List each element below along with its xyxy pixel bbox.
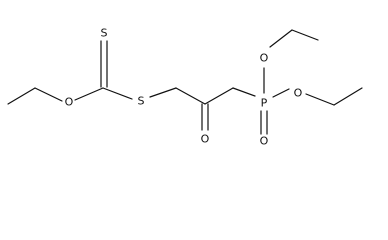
atom-label-o-ketone: O <box>201 133 210 146</box>
bond-c-ketone-ch2 <box>204 87 234 105</box>
bond-p-o-right <box>272 88 290 98</box>
chemical-structure-diagram: S O S O P O O O <box>7 27 363 148</box>
atom-label-o-ethoxy-upper: O <box>260 52 269 65</box>
bond-o-right-ch2 <box>305 93 335 106</box>
bond-ch2-ch3-right <box>333 87 363 106</box>
bond-ch2-c-ketone <box>175 87 206 105</box>
bond-o-ester-c-thio <box>74 87 104 101</box>
bond-o-upper-ch2 <box>269 29 293 48</box>
bond-s-ch2 <box>149 87 177 98</box>
bond-ch3-ch2-left <box>7 87 36 105</box>
atom-label-s-thioether: S <box>138 95 145 108</box>
bond-ch2-o-ester <box>34 87 63 102</box>
atom-label-o-ester: O <box>65 96 74 109</box>
atom-label-o-phosphoryl: O <box>260 135 269 148</box>
bond-ch2-p <box>232 87 256 97</box>
bond-c-thio-s <box>102 87 133 100</box>
atom-label-s-thione: S <box>101 27 108 40</box>
atom-label-o-ethoxy-right: O <box>294 87 303 100</box>
atom-label-p: P <box>261 97 268 110</box>
bond-ch2-ch3-upper <box>291 29 319 41</box>
